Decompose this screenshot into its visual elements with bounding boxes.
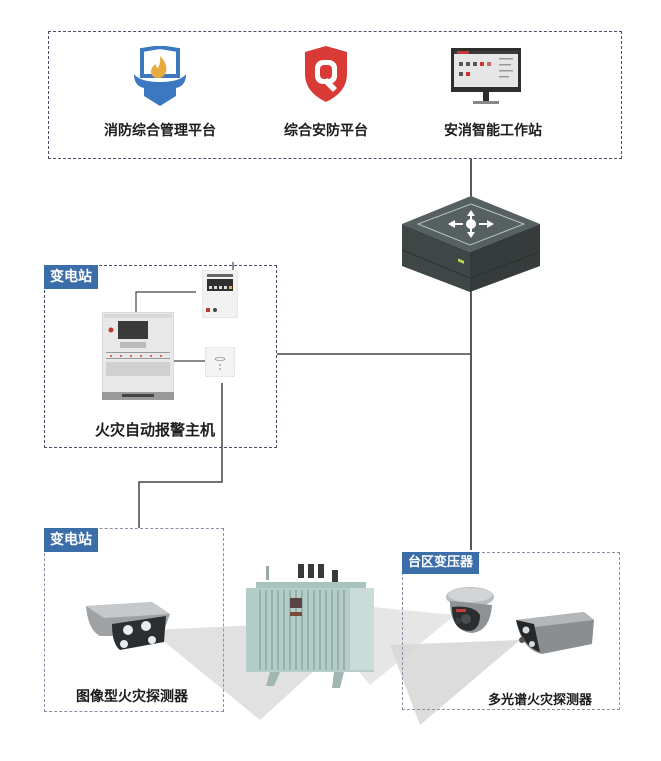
substation-bottom-tag: 变电站 <box>44 528 98 552</box>
substation-bottom-caption: 图像型火灾探测器 <box>76 689 188 705</box>
dome-camera-icon <box>446 587 494 633</box>
fire-alarm-panel-icon <box>102 312 174 400</box>
transformer-area-group <box>402 552 620 710</box>
fire-shield-icon <box>134 46 186 106</box>
platform-label-security: 综合安防平台 <box>284 123 368 139</box>
network-switch-icon <box>401 196 541 292</box>
substation-top-caption: 火灾自动报警主机 <box>94 421 215 439</box>
transformer-area-caption: 多光谱火灾探测器 <box>487 693 592 708</box>
platform-label-workstation: 安消智能工作站 <box>444 123 542 139</box>
transformer-icon <box>246 564 374 688</box>
substation-top-group <box>44 265 277 448</box>
transformer-area-tag: 台区变压器 <box>402 552 480 574</box>
bullet-camera-icon <box>516 612 594 654</box>
monitor-icon <box>451 48 521 104</box>
substation-bottom-group <box>44 528 224 712</box>
control-module-icon <box>202 270 238 318</box>
platform-label-fire-mgmt: 消防综合管理平台 <box>104 123 216 139</box>
line-detector-camera <box>138 383 223 528</box>
platforms-group <box>48 31 622 159</box>
security-shield-icon <box>305 46 347 102</box>
smoke-detector-icon <box>205 347 235 377</box>
substation-top-tag: 变电站 <box>44 265 98 289</box>
beam-bullet-camera <box>390 640 520 725</box>
line-panel-module <box>135 291 196 312</box>
bullet-camera-icon <box>86 602 170 650</box>
